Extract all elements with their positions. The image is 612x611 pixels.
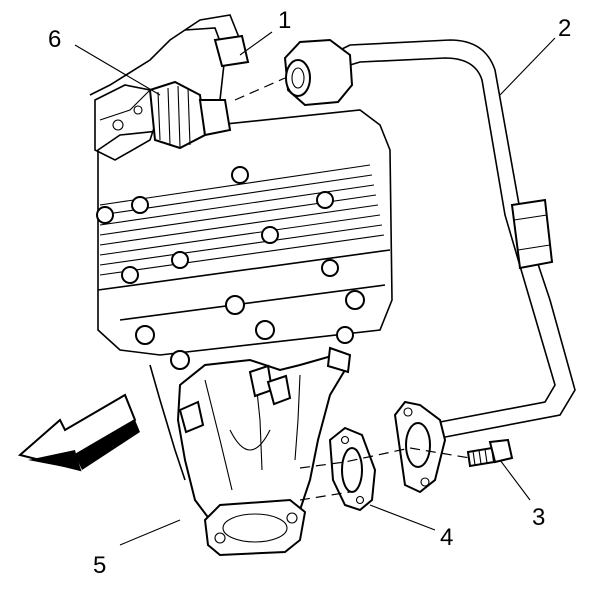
egr-pipe [283, 38, 576, 439]
callout-4: 4 [440, 524, 453, 551]
exhaust-manifold [176, 346, 352, 557]
pipe-flange [393, 400, 447, 494]
callout-6: 6 [48, 26, 61, 53]
callout-3: 3 [532, 504, 545, 531]
forward-arrow-icon [17, 393, 140, 472]
bolt [466, 438, 514, 468]
alignment-lines [234, 77, 471, 501]
cylinder-head [89, 14, 393, 481]
leader-lines [74, 31, 556, 546]
egr-valve-fitting [94, 27, 250, 161]
gasket [328, 426, 377, 512]
callout-2: 2 [558, 15, 571, 42]
callout-1: 1 [278, 7, 291, 34]
callout-5: 5 [93, 552, 106, 579]
